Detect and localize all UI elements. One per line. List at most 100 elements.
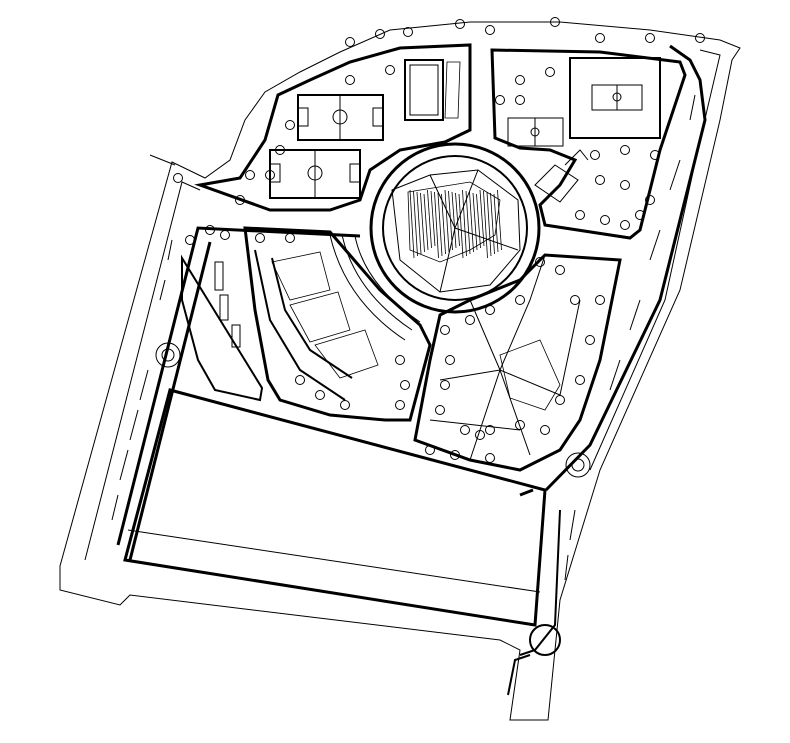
- road-dash: [139, 369, 149, 401]
- hatch-line: [465, 190, 471, 255]
- tree-symbol: [550, 17, 560, 27]
- tree-symbol: [595, 295, 605, 305]
- tree-symbol: [590, 150, 600, 160]
- football-field-2: [269, 149, 361, 199]
- road-dash: [689, 94, 696, 121]
- west-hatched-buildings: [271, 251, 379, 379]
- tree-symbol: [695, 33, 705, 43]
- nw-block: [194, 43, 472, 212]
- hatch-line: [427, 189, 432, 249]
- tree-symbol: [515, 420, 525, 430]
- tree-symbol: [205, 225, 215, 235]
- tree-symbol: [400, 380, 410, 390]
- hatch-line: [455, 192, 460, 247]
- tree-symbol: [450, 450, 460, 460]
- roundabout-south: [529, 624, 561, 656]
- tree-symbol: [485, 305, 495, 315]
- tree-symbol: [455, 19, 465, 29]
- tree-symbol: [275, 145, 285, 155]
- perimeter-road: [116, 44, 707, 696]
- west-block: [243, 226, 432, 422]
- hatch-line: [451, 191, 457, 249]
- tree-symbol: [620, 220, 630, 230]
- central-hatched-block: [407, 181, 502, 263]
- hatch-line: [476, 193, 481, 249]
- tree-symbol: [485, 425, 495, 435]
- tree-symbol: [575, 210, 585, 220]
- tree-symbol: [600, 215, 610, 225]
- hatch-line: [469, 191, 474, 253]
- basketball-court: [507, 117, 564, 147]
- tree-symbol: [395, 400, 405, 410]
- tree-symbol: [245, 170, 255, 180]
- tree-symbol: [315, 390, 325, 400]
- hatch-line: [497, 189, 502, 251]
- road-dash: [629, 299, 641, 331]
- tree-symbol: [445, 355, 455, 365]
- road-dash: [167, 239, 173, 261]
- road-dash: [609, 359, 621, 391]
- tree-symbol: [620, 180, 630, 190]
- tree-symbol: [620, 145, 630, 155]
- tree-symbol: [585, 335, 595, 345]
- tree-symbol: [515, 295, 525, 305]
- road-dash: [649, 229, 661, 261]
- road-dash: [111, 494, 119, 521]
- tree-symbol: [340, 400, 350, 410]
- tree-symbol: [440, 325, 450, 335]
- tree-symbol: [555, 265, 565, 275]
- tree-symbol: [485, 25, 495, 35]
- hatch-line: [448, 190, 453, 251]
- hatch-line: [458, 193, 464, 259]
- hatch-line: [444, 189, 450, 253]
- hatch-line: [441, 193, 446, 255]
- hatch-line: [423, 193, 429, 251]
- tree-symbol: [515, 75, 525, 85]
- road-dash: [129, 409, 139, 441]
- tree-symbol: [265, 170, 275, 180]
- central-plaza: [369, 142, 541, 314]
- tree-symbol: [295, 375, 305, 385]
- hatch-line: [486, 191, 492, 257]
- ne-block: [490, 48, 687, 240]
- tree-symbol: [235, 195, 245, 205]
- tree-symbol: [555, 395, 565, 405]
- tree-symbol: [395, 355, 405, 365]
- tree-symbol: [460, 425, 470, 435]
- tree-symbol: [495, 95, 505, 105]
- trees: [173, 17, 705, 463]
- tree-symbol: [645, 33, 655, 43]
- tree-symbol: [475, 430, 485, 440]
- road-dash: [669, 159, 681, 191]
- tree-symbol: [540, 425, 550, 435]
- tree-symbol: [435, 405, 445, 415]
- tree-symbol: [375, 29, 385, 39]
- hatch-line: [430, 190, 436, 247]
- hatch-line: [416, 191, 422, 255]
- curved-stairs: [329, 234, 421, 341]
- roundabout-west: [155, 342, 181, 368]
- tree-symbol: [545, 67, 555, 77]
- tree-symbol: [595, 33, 605, 43]
- tree-symbol: [570, 295, 580, 305]
- tree-symbol: [173, 173, 183, 183]
- roundabout-east: [565, 452, 591, 478]
- tree-symbol: [285, 120, 295, 130]
- hatch-line: [420, 192, 425, 253]
- hatch-line: [437, 192, 443, 257]
- road-markings: [111, 94, 696, 581]
- nw-building: [404, 59, 461, 121]
- road-dash: [569, 509, 576, 541]
- tree-symbol: [645, 195, 655, 205]
- tree-symbol: [595, 175, 605, 185]
- tree-symbol: [575, 375, 585, 385]
- hatch-line: [413, 190, 418, 257]
- empty-plot: [123, 388, 547, 627]
- ne-pavilion: [534, 149, 589, 203]
- football-field-1: [297, 94, 384, 141]
- tree-symbol: [385, 65, 395, 75]
- tree-symbol: [440, 380, 450, 390]
- tree-symbol: [535, 257, 545, 267]
- hatch-line: [409, 189, 415, 259]
